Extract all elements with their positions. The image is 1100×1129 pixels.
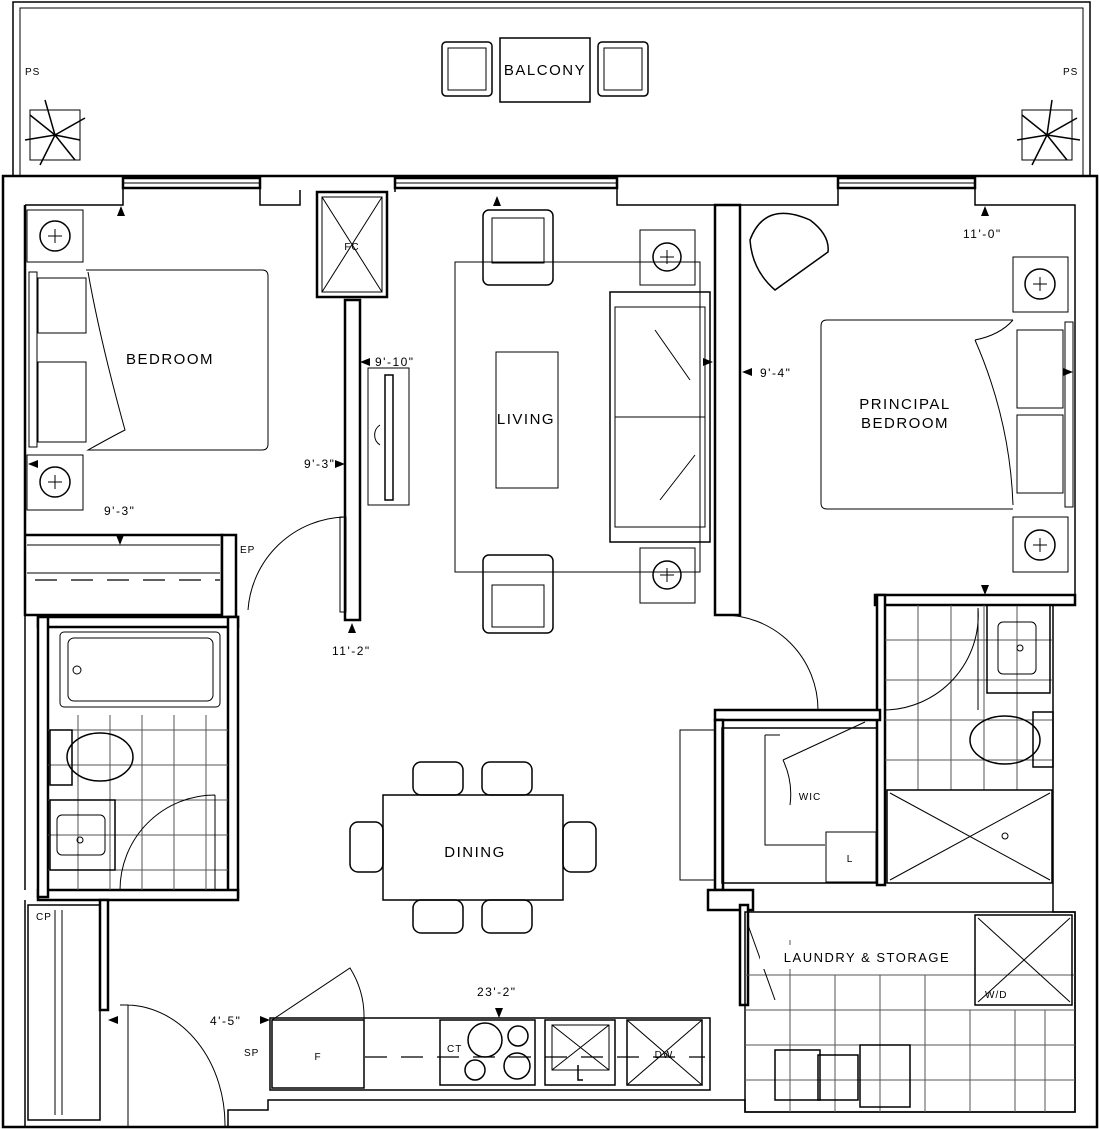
dimensions: 9'-10" 9'-3" 9'-3" 11'-2" 9'-4" 11'-0" 4… (28, 196, 1073, 1028)
door-swing (119, 794, 216, 891)
sink (986, 604, 1051, 694)
door-swing (884, 607, 979, 711)
ensuite (884, 604, 1054, 884)
door-swing (721, 614, 819, 711)
toilet (969, 711, 1054, 768)
coffee-table (495, 351, 559, 489)
entry-door[interactable] (120, 1004, 226, 1128)
sink (544, 1019, 616, 1086)
ps-label: PS (25, 67, 40, 78)
laundry-label: LAUNDRY & STORAGE (784, 950, 950, 965)
stroller (774, 1044, 911, 1108)
armchair (482, 209, 554, 286)
interior-walls (36, 203, 1077, 1012)
bedroom-label: BEDROOM (126, 351, 214, 368)
dishwasher: DW (626, 1019, 703, 1086)
kitchen: F CT DW SP (244, 967, 711, 1091)
balcony-chair (597, 41, 649, 97)
dining-chair (481, 761, 533, 796)
side-table (639, 547, 696, 604)
dimension-label: 11'-0" (963, 227, 1002, 241)
window (121, 176, 262, 190)
walk-in-closet: WIC L (679, 721, 878, 884)
dining-chair (562, 821, 597, 873)
dining-chair (349, 821, 384, 873)
fridge: F (271, 1019, 365, 1089)
principal-bedroom: PRINCIPAL BEDROOM (721, 212, 1074, 711)
living: LIVING (454, 209, 711, 634)
dimension-label: 4'-5" (210, 1014, 241, 1028)
entry: CP (27, 904, 226, 1128)
principal-bedroom-label: PRINCIPAL (859, 396, 951, 413)
nightstand (1012, 516, 1069, 573)
sp-label: SP (244, 1048, 259, 1059)
bed (28, 269, 269, 451)
wic-label: WIC (799, 792, 821, 803)
ps-label: PS (1063, 67, 1078, 78)
dimension-label: 23'-2" (477, 985, 517, 999)
balcony-chair (441, 41, 493, 97)
cooktop-label: CT (447, 1044, 462, 1055)
bed (820, 319, 1074, 510)
closet (27, 544, 220, 581)
dining-label: DINING (444, 844, 506, 861)
dining-chair (412, 899, 464, 934)
living-label: LIVING (497, 411, 555, 428)
cp-label: CP (36, 912, 52, 923)
wd-label: W/D (985, 990, 1007, 1001)
door-swing (247, 516, 346, 611)
laundry: W/D LAUNDRY & STORAGE (744, 911, 1076, 1113)
bedroom: BEDROOM EP (26, 209, 347, 613)
principal-bedroom-label: BEDROOM (861, 415, 949, 432)
sink (49, 799, 116, 871)
shower (886, 789, 1053, 884)
balcony-label: BALCONY (504, 62, 586, 79)
dimension-label: 9'-3" (104, 504, 135, 518)
dining-chair (412, 761, 464, 796)
door-swing (271, 967, 365, 1021)
dimension-label: 11'-2" (332, 644, 371, 658)
bathroom (48, 631, 228, 891)
tv-unit (367, 367, 410, 506)
armchair (482, 554, 554, 634)
dining: DINING (349, 761, 597, 934)
exterior-walls (1, 174, 1099, 1129)
nightstand (26, 209, 84, 263)
washer-dryer: W/D (974, 914, 1073, 1006)
ep-label: EP (240, 545, 255, 556)
fc-label: FC (344, 242, 359, 253)
dw-label: DW (655, 1050, 674, 1061)
plant-icon (24, 99, 86, 166)
toilet (49, 729, 134, 786)
door-swing (782, 721, 866, 806)
window (836, 176, 977, 190)
dimension-label: 9'-4" (760, 366, 791, 380)
window (393, 176, 619, 190)
plant-icon (1016, 99, 1081, 166)
dining-chair (481, 899, 533, 934)
dimension-label: 9'-3" (304, 457, 335, 471)
side-table (639, 229, 696, 286)
linen-label: L (847, 854, 854, 865)
dimension-label: 9'-10" (375, 355, 415, 369)
nightstand (1012, 256, 1069, 313)
nightstand (26, 454, 84, 511)
accent-chair (749, 212, 829, 291)
fan-coil: FC (315, 190, 389, 299)
balcony-table (499, 37, 591, 103)
cooktop: CT (439, 1019, 536, 1086)
fridge-label: F (314, 1052, 321, 1063)
balcony: BALCONY PS PS (12, 1, 1091, 179)
